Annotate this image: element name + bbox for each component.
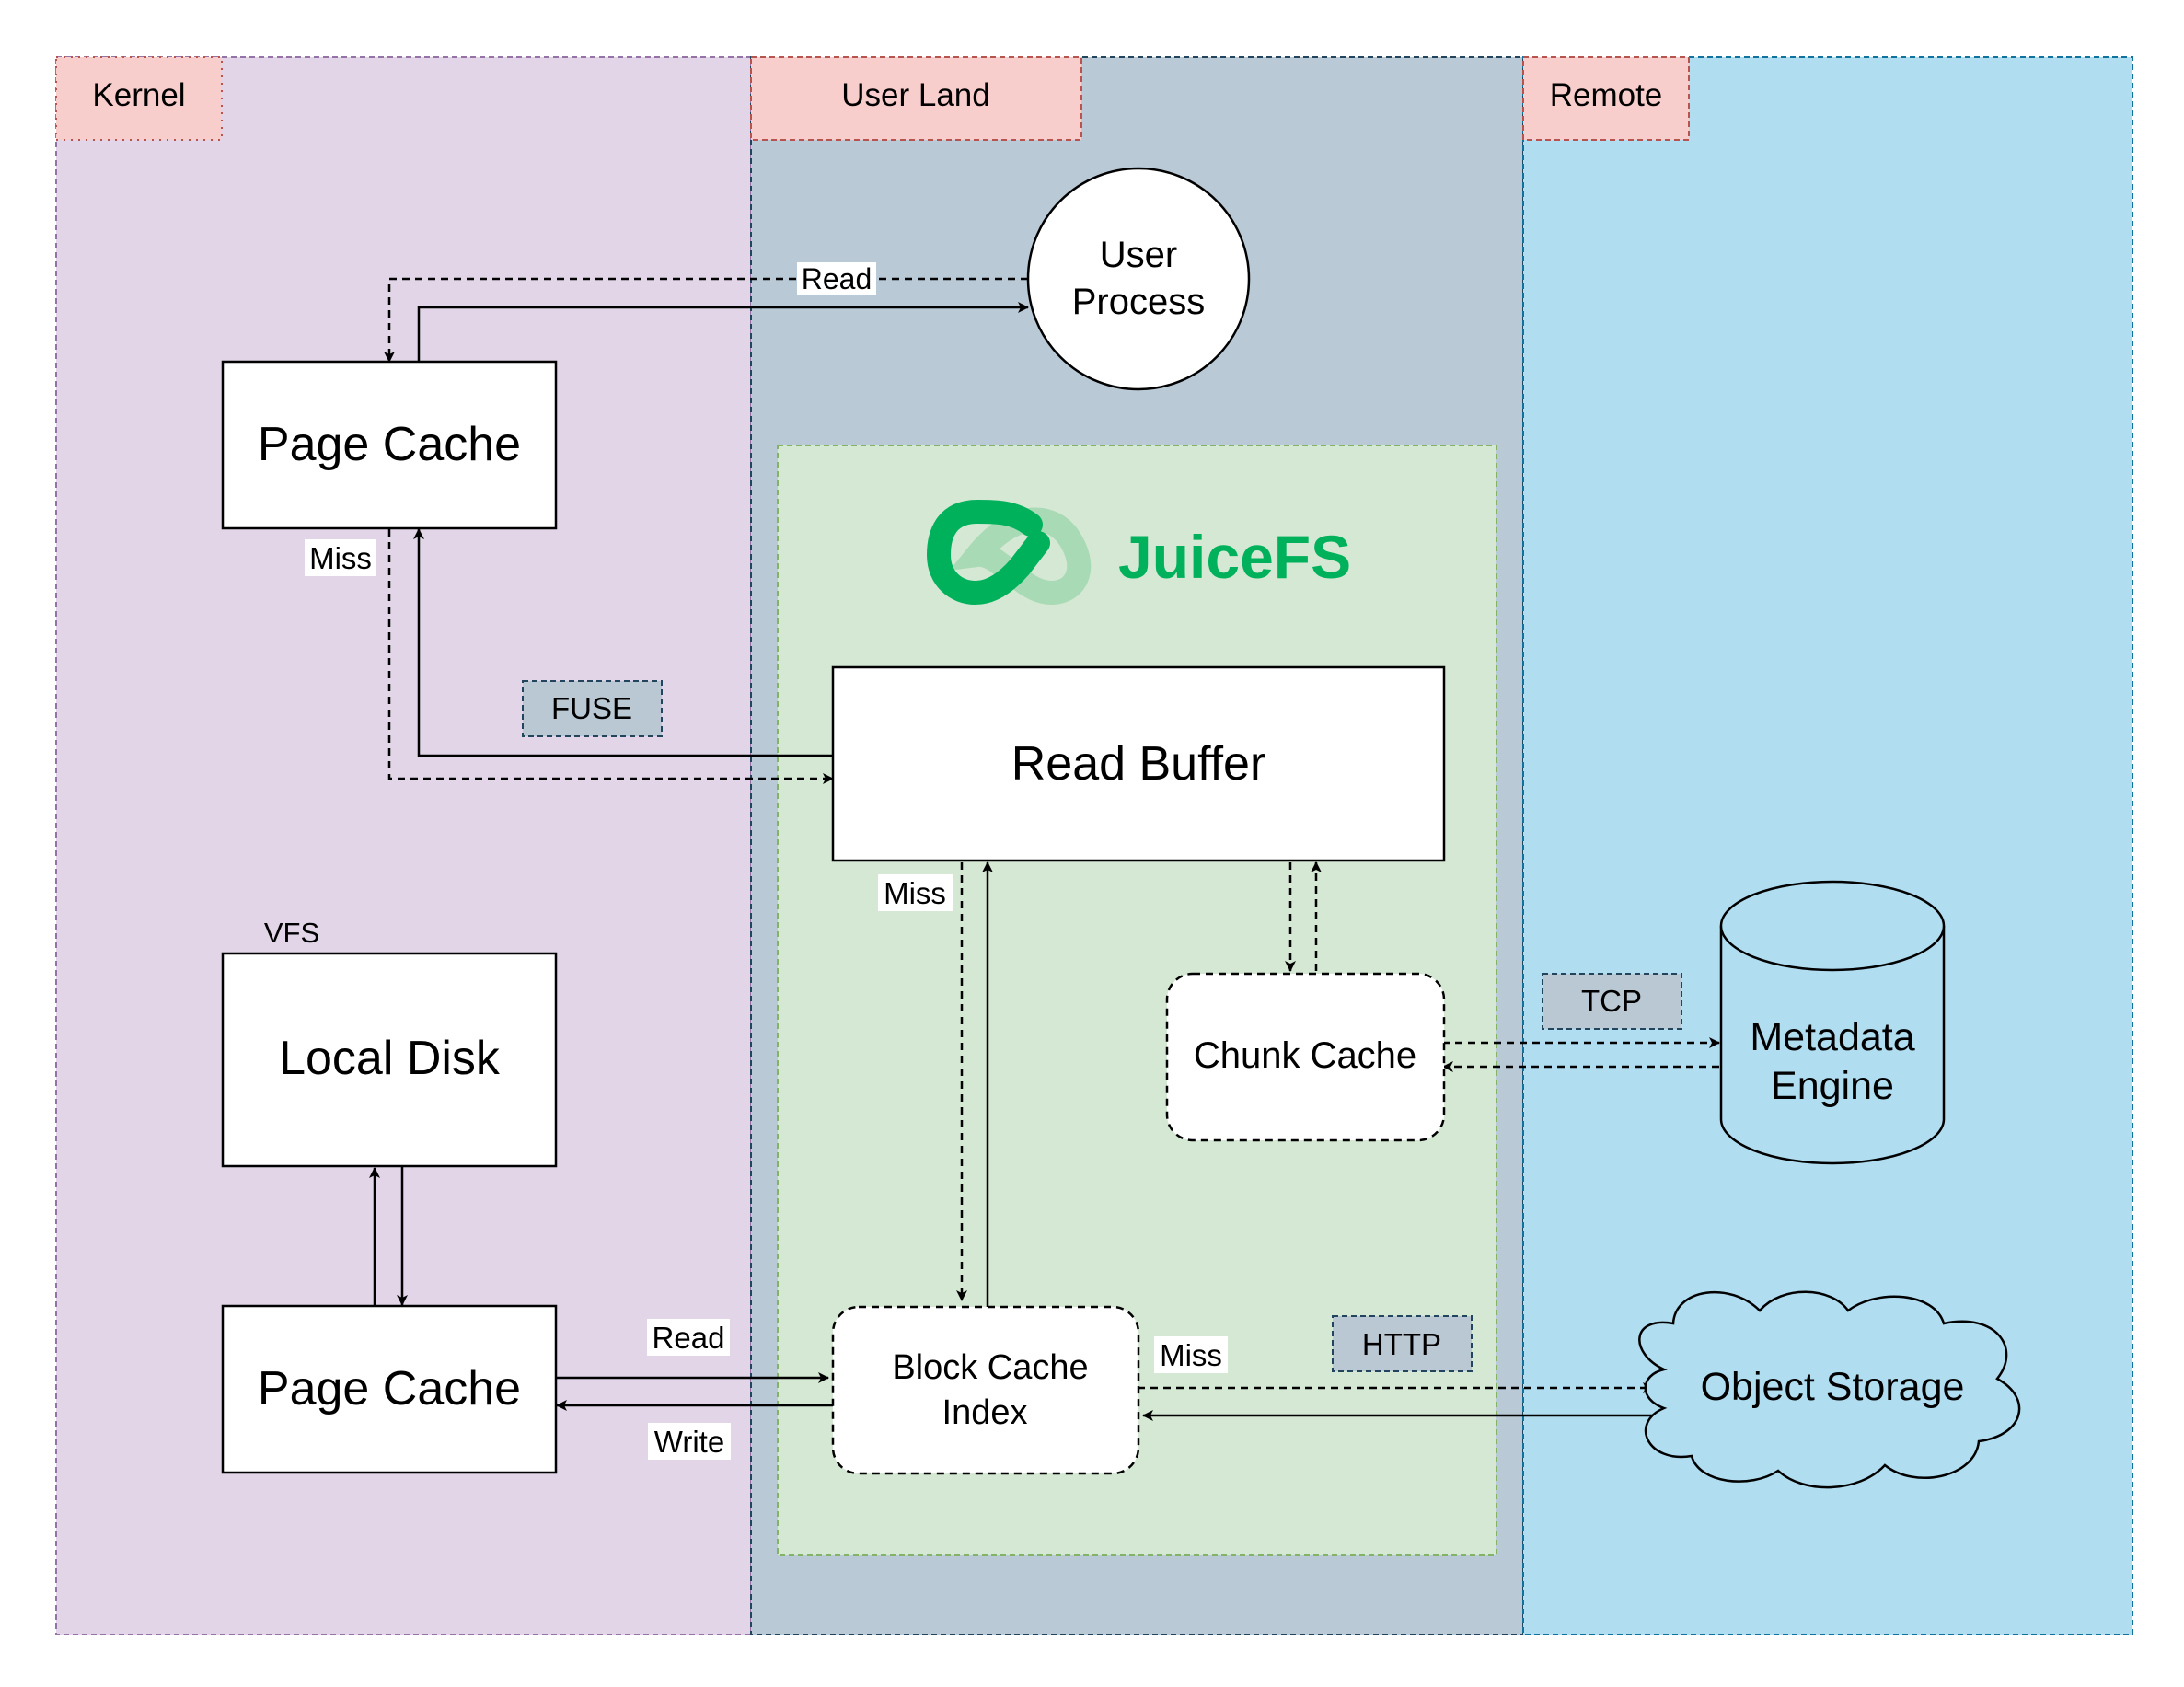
- page-cache-bottom-node: Page Cache: [221, 1304, 558, 1474]
- edge-label-miss-block-cache: Miss: [1160, 1338, 1222, 1372]
- metadata-engine-node: Metadata Engine: [1719, 880, 1946, 1165]
- edge-label-miss-read-buffer: Miss: [884, 876, 946, 910]
- fuse-protocol-label: FUSE: [551, 691, 632, 725]
- object-storage-label: Object Storage: [1701, 1365, 1965, 1409]
- local-disk-node: Local Disk: [221, 952, 558, 1168]
- edge-miss-page-cache-to-read-buffer: [387, 529, 834, 784]
- edge-write-label-bottom: Write: [648, 1423, 731, 1460]
- chunk-cache-node: Chunk Cache: [1165, 972, 1446, 1142]
- vfs-label: VFS: [264, 917, 319, 949]
- edge-read-label-bottom: Read: [647, 1319, 730, 1356]
- read-buffer-label: Read Buffer: [1011, 737, 1266, 791]
- metadata-engine-label-line1: Metadata: [1750, 1015, 1914, 1059]
- user-land-tag: User Land: [750, 56, 1082, 141]
- user-process-label-line2: Process: [1072, 282, 1206, 322]
- block-cache-index-label-line1: Block Cache: [892, 1348, 1088, 1387]
- edge-miss-label-read-buffer: Miss: [878, 874, 953, 911]
- metadata-engine-label-line2: Engine: [1771, 1064, 1894, 1108]
- juicefs-logo-text: JuiceFS: [1118, 523, 1351, 591]
- tcp-protocol-label: TCP: [1581, 984, 1642, 1018]
- read-buffer-node: Read Buffer: [831, 665, 1446, 862]
- page-cache-top-label: Page Cache: [258, 418, 521, 471]
- edge-miss-label-page-cache: Miss: [305, 539, 376, 576]
- remote-tag-label: Remote: [1550, 77, 1663, 113]
- page-cache-bottom-label: Page Cache: [258, 1362, 521, 1415]
- kernel-tag: Kernel: [55, 56, 223, 141]
- edge-label-read-top: Read: [802, 262, 872, 295]
- user-land-tag-label: User Land: [841, 77, 989, 113]
- page-cache-top-node: Page Cache: [221, 360, 558, 530]
- edge-miss-label-block-cache: Miss: [1154, 1336, 1228, 1373]
- block-cache-index-node: Block Cache Index: [831, 1305, 1140, 1475]
- user-process-label-line1: User: [1100, 235, 1177, 275]
- user-process-node: User Process: [1026, 167, 1251, 391]
- juicefs-infinity-icon: [926, 499, 1092, 606]
- edge-label-write-bottom: Write: [654, 1425, 724, 1459]
- http-protocol-tag: HTTP: [1332, 1315, 1473, 1372]
- edge-page-cache-to-user: [417, 302, 1029, 362]
- edge-read-label-top: Read: [797, 262, 876, 295]
- object-storage-node: Object Storage: [1638, 1290, 2021, 1489]
- fuse-protocol-tag: FUSE: [522, 680, 663, 737]
- chunk-cache-label: Chunk Cache: [1194, 1035, 1416, 1076]
- http-protocol-label: HTTP: [1362, 1327, 1441, 1361]
- local-disk-label: Local Disk: [279, 1032, 501, 1085]
- tcp-protocol-tag: TCP: [1542, 973, 1682, 1030]
- edge-label-read-bottom: Read: [653, 1321, 725, 1355]
- block-cache-index-label-line2: Index: [942, 1393, 1028, 1432]
- kernel-tag-label: Kernel: [92, 77, 185, 113]
- edge-read-buffer-to-page-cache: [413, 528, 833, 757]
- edge-label-miss-page-cache: Miss: [309, 541, 372, 575]
- remote-tag: Remote: [1522, 56, 1690, 141]
